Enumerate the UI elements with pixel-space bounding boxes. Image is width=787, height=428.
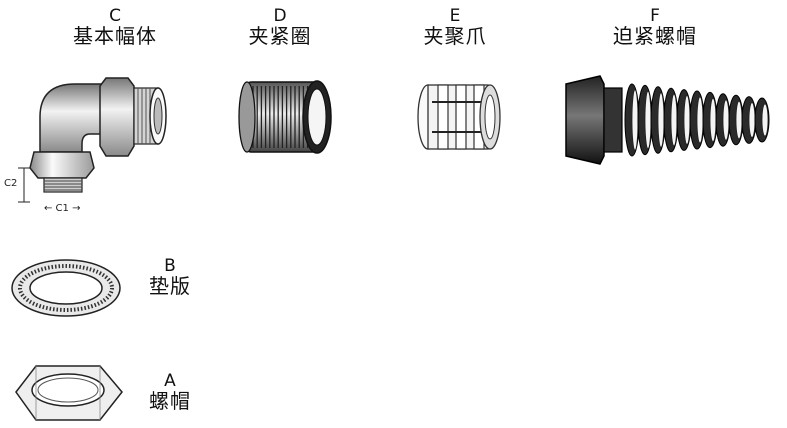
part-c-letter: C bbox=[109, 6, 121, 26]
clamp-claw-drawing bbox=[417, 84, 501, 150]
part-e-name: 夹聚爪 bbox=[423, 23, 487, 48]
c2-dimension-line bbox=[18, 167, 30, 203]
label-part-a: A 螺帽 bbox=[140, 371, 200, 413]
label-part-b: B 垫版 bbox=[140, 256, 200, 298]
c2-dimension-label: C2 bbox=[4, 178, 18, 189]
part-d-letter: D bbox=[273, 6, 287, 26]
gasket-drawing bbox=[11, 259, 121, 317]
part-b-letter: B bbox=[164, 256, 176, 276]
elbow-body-drawing bbox=[29, 77, 167, 193]
label-part-f: F 迫紧螺帽 bbox=[600, 6, 710, 48]
part-d-name: 夹紧圈 bbox=[248, 23, 312, 48]
part-f-letter: F bbox=[650, 6, 660, 26]
part-c-name: 基本幅体 bbox=[73, 23, 157, 48]
nut-drawing bbox=[15, 365, 123, 421]
c1-dimension-label: ← C1 → bbox=[44, 203, 81, 214]
label-part-e: E 夹聚爪 bbox=[410, 6, 500, 48]
part-e-letter: E bbox=[449, 6, 461, 26]
clamp-ring-drawing bbox=[238, 80, 332, 154]
part-a-letter: A bbox=[164, 371, 176, 391]
part-a-name: 螺帽 bbox=[149, 388, 191, 413]
label-part-c: C 基本幅体 bbox=[60, 6, 170, 48]
part-b-name: 垫版 bbox=[149, 273, 191, 298]
label-part-d: D 夹紧圈 bbox=[235, 6, 325, 48]
sealing-nut-drawing bbox=[565, 75, 770, 165]
part-f-name: 迫紧螺帽 bbox=[613, 23, 697, 48]
